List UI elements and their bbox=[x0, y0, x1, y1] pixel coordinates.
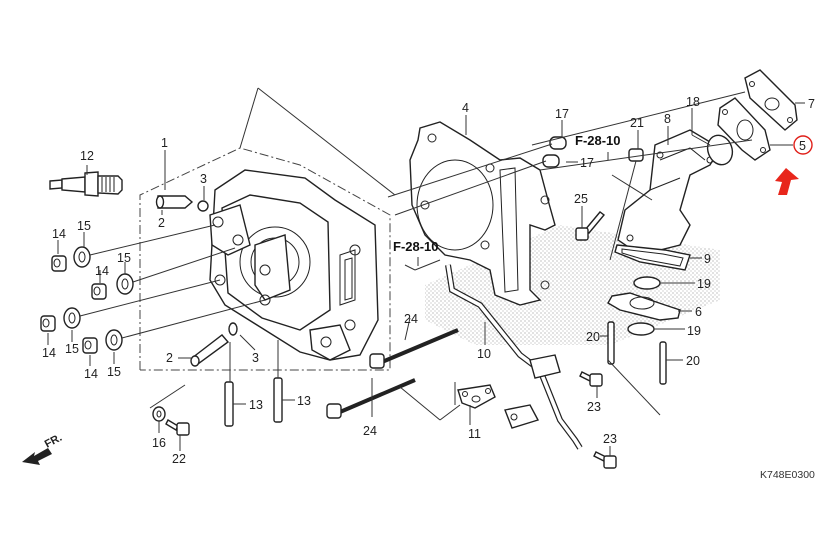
callout-24[interactable]: 24 bbox=[404, 312, 418, 326]
callout-4[interactable]: 4 bbox=[462, 101, 469, 115]
callout-11[interactable]: 11 bbox=[468, 427, 481, 441]
callout-labels: 1 2 2 3 3 4 5 6 7 8 9 10 11 12 13 13 14 … bbox=[42, 95, 815, 466]
callout-22[interactable]: 22 bbox=[172, 452, 186, 466]
callout-13[interactable]: 13 bbox=[249, 398, 263, 412]
cylinder-head-frame bbox=[139, 87, 396, 371]
callout-1[interactable]: 1 bbox=[161, 136, 168, 150]
dowel-17-b[interactable] bbox=[542, 154, 560, 168]
valve-guide-lower[interactable] bbox=[190, 334, 230, 367]
callout-15[interactable]: 15 bbox=[65, 342, 79, 356]
nut-14-a[interactable] bbox=[51, 255, 67, 272]
callout-25[interactable]: 25 bbox=[574, 192, 588, 206]
nut-14-b[interactable] bbox=[91, 283, 107, 300]
highlight-marker bbox=[775, 135, 813, 195]
washer-15-d[interactable] bbox=[105, 329, 123, 351]
callout-2[interactable]: 2 bbox=[166, 351, 173, 365]
callout-18[interactable]: 18 bbox=[686, 95, 700, 109]
spark-plug[interactable] bbox=[49, 171, 123, 197]
front-direction-icon bbox=[22, 448, 52, 465]
callout-24[interactable]: 24 bbox=[363, 424, 377, 438]
cylinder-head-part[interactable] bbox=[209, 169, 379, 361]
cylinder-head-gasket[interactable] bbox=[409, 121, 556, 306]
callout-14[interactable]: 14 bbox=[42, 346, 56, 360]
callout-19[interactable]: 19 bbox=[687, 324, 701, 338]
callout-5[interactable]: 5 bbox=[799, 139, 806, 153]
callout-23[interactable]: 23 bbox=[587, 400, 601, 414]
callout-14[interactable]: 14 bbox=[95, 264, 109, 278]
callout-21[interactable]: 21 bbox=[630, 116, 644, 130]
callout-23[interactable]: 23 bbox=[603, 432, 617, 446]
nut-21[interactable] bbox=[628, 148, 644, 162]
callout-20[interactable]: 20 bbox=[686, 354, 700, 368]
stud-13-a[interactable] bbox=[224, 381, 234, 427]
callout-8[interactable]: 8 bbox=[664, 112, 671, 126]
o-ring-19-a[interactable] bbox=[633, 276, 661, 290]
reference-labels: F-28-10 F-28-10 bbox=[393, 133, 621, 266]
callout-16[interactable]: 16 bbox=[152, 436, 166, 450]
stud-13-b[interactable] bbox=[273, 377, 283, 423]
insulator-5[interactable] bbox=[717, 97, 771, 161]
callout-14[interactable]: 14 bbox=[52, 227, 66, 241]
callout-2[interactable]: 2 bbox=[158, 216, 165, 230]
gasket-9[interactable] bbox=[614, 244, 691, 271]
valve-guide-upper[interactable] bbox=[155, 195, 194, 209]
bolt-23-lower[interactable] bbox=[593, 451, 617, 469]
bolt-25[interactable] bbox=[575, 211, 606, 241]
bolt-22[interactable] bbox=[165, 419, 190, 436]
stud-20-b[interactable] bbox=[659, 341, 667, 385]
callout-15[interactable]: 15 bbox=[77, 219, 91, 233]
nut-14-c[interactable] bbox=[40, 315, 56, 332]
washer-15-b[interactable] bbox=[116, 273, 134, 295]
bolt-24-upper[interactable] bbox=[369, 328, 459, 369]
stud-20-a[interactable] bbox=[607, 321, 615, 365]
callout-3[interactable]: 3 bbox=[200, 172, 207, 186]
washer-15-c[interactable] bbox=[63, 307, 81, 329]
front-label: FR. bbox=[43, 432, 64, 451]
clip-upper[interactable] bbox=[197, 200, 209, 212]
gasket-7[interactable] bbox=[744, 69, 798, 131]
callout-10[interactable]: 10 bbox=[477, 347, 491, 361]
callout-9[interactable]: 9 bbox=[704, 252, 711, 266]
callout-7[interactable]: 7 bbox=[808, 97, 815, 111]
callout-19[interactable]: 19 bbox=[697, 277, 711, 291]
clip-lower[interactable] bbox=[228, 322, 238, 336]
callout-15[interactable]: 15 bbox=[107, 365, 121, 379]
callout-17[interactable]: 17 bbox=[580, 156, 594, 170]
drawing-code: K748E0300 bbox=[760, 469, 815, 481]
washer-15-a[interactable] bbox=[73, 246, 91, 268]
o-ring-19-b[interactable] bbox=[627, 322, 655, 336]
callout-15[interactable]: 15 bbox=[117, 251, 131, 265]
o-ring-18[interactable] bbox=[704, 132, 737, 168]
reference-link-upper[interactable]: F-28-10 bbox=[575, 133, 621, 148]
highlight-arrow-icon bbox=[775, 168, 799, 195]
callout-3[interactable]: 3 bbox=[252, 351, 259, 365]
nut-14-d[interactable] bbox=[82, 337, 98, 354]
callout-14[interactable]: 14 bbox=[84, 367, 98, 381]
oil-pipe[interactable] bbox=[445, 264, 583, 450]
callout-20[interactable]: 20 bbox=[586, 330, 600, 344]
bolt-24-lower[interactable] bbox=[326, 378, 416, 419]
right-leaders bbox=[371, 91, 805, 456]
left-leaders bbox=[47, 150, 295, 451]
callout-17[interactable]: 17 bbox=[555, 107, 569, 121]
joint-6[interactable] bbox=[607, 292, 681, 321]
callout-12[interactable]: 12 bbox=[80, 149, 94, 163]
gasket-11[interactable] bbox=[457, 384, 496, 409]
callout-13[interactable]: 13 bbox=[297, 394, 311, 408]
callout-6[interactable]: 6 bbox=[695, 305, 702, 319]
reference-link-lower[interactable]: F-28-10 bbox=[393, 239, 439, 254]
washer-16[interactable] bbox=[152, 406, 166, 422]
bolt-23-upper[interactable] bbox=[579, 371, 603, 387]
